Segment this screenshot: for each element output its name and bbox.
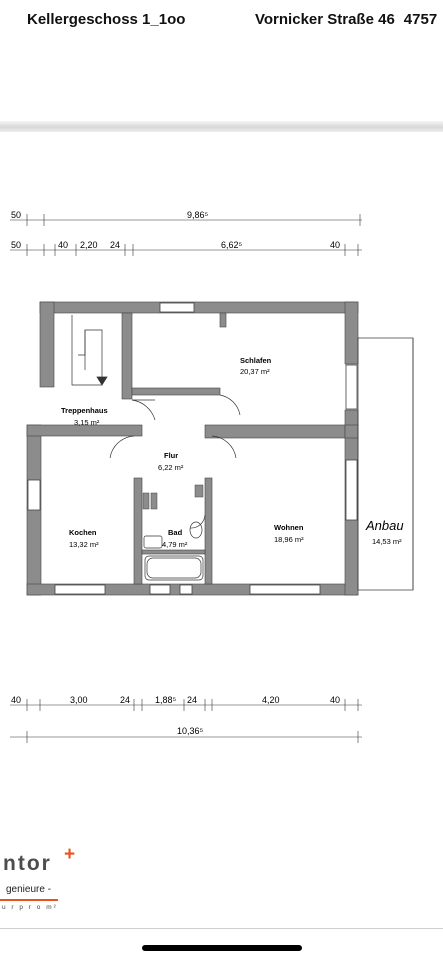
room-area-bad: 4,79 m² bbox=[162, 540, 188, 549]
logo-subtitle: genieure - bbox=[6, 884, 52, 895]
dim-bot-0: 40 bbox=[11, 695, 21, 705]
room-label-schlafen: Schlafen bbox=[240, 356, 272, 365]
dim-bot-1: 3,00 bbox=[70, 695, 88, 705]
bottom-divider bbox=[0, 928, 443, 929]
dim-top2-0: 50 bbox=[11, 240, 21, 250]
dim-top2-2: 2,20 bbox=[80, 240, 98, 250]
room-label-kochen: Kochen bbox=[69, 528, 97, 537]
logo-tagline: u r p r o m² bbox=[2, 904, 58, 911]
dim-top2-3: 24 bbox=[110, 240, 120, 250]
floor-title: Kellergeschoss 1_1oo bbox=[27, 11, 186, 28]
dim-top2-4: 6,62⁵ bbox=[221, 240, 243, 250]
room-area-annex: 14,53 m² bbox=[372, 537, 402, 546]
room-label-bad: Bad bbox=[168, 528, 183, 537]
section-divider bbox=[0, 121, 443, 132]
dim-top2-5: 40 bbox=[330, 240, 340, 250]
dim-top-total: 9,86⁵ bbox=[187, 210, 209, 220]
logo-wordmark: ntor bbox=[3, 852, 52, 875]
dim-bot-3: 1,88⁵ bbox=[155, 695, 177, 705]
dim-bot-2: 24 bbox=[120, 695, 130, 705]
logo-plus-icon: + bbox=[64, 844, 76, 865]
room-area-treppenhaus: 3,15 m² bbox=[74, 418, 100, 427]
room-area-kochen: 13,32 m² bbox=[69, 540, 99, 549]
dim-top-left-50: 50 bbox=[11, 210, 21, 220]
header-bar: Kellergeschoss 1_1oo Vornicker Straße 46… bbox=[0, 0, 443, 44]
dim-bot-4: 24 bbox=[187, 695, 197, 705]
floor-plan[interactable]: 50 9,86⁵ 50 40 2,20 24 6,62⁵ 40 40 3,00 … bbox=[0, 140, 443, 760]
street-address: Vornicker Straße 46 bbox=[255, 11, 395, 28]
dim-bot-5: 4,20 bbox=[262, 695, 280, 705]
annex-handwritten-label: Anbau bbox=[365, 518, 404, 533]
address-line: Vornicker Straße 46 4757 bbox=[255, 11, 437, 28]
home-indicator[interactable] bbox=[142, 945, 302, 951]
logo-underline bbox=[0, 899, 58, 901]
company-logo: ntor + genieure - u r p r o m² bbox=[0, 838, 120, 918]
postal-code: 4757 bbox=[403, 11, 438, 28]
room-area-flur: 6,22 m² bbox=[158, 463, 184, 472]
room-area-schlafen: 20,37 m² bbox=[240, 367, 270, 376]
dim-top2-1: 40 bbox=[58, 240, 68, 250]
dim-bot-total: 10,36⁵ bbox=[177, 726, 204, 736]
room-label-treppenhaus: Treppenhaus bbox=[61, 406, 108, 415]
room-area-wohnen: 18,96 m² bbox=[274, 535, 304, 544]
dim-bot-6: 40 bbox=[330, 695, 340, 705]
room-label-flur: Flur bbox=[164, 451, 178, 460]
room-label-wohnen: Wohnen bbox=[274, 523, 304, 532]
